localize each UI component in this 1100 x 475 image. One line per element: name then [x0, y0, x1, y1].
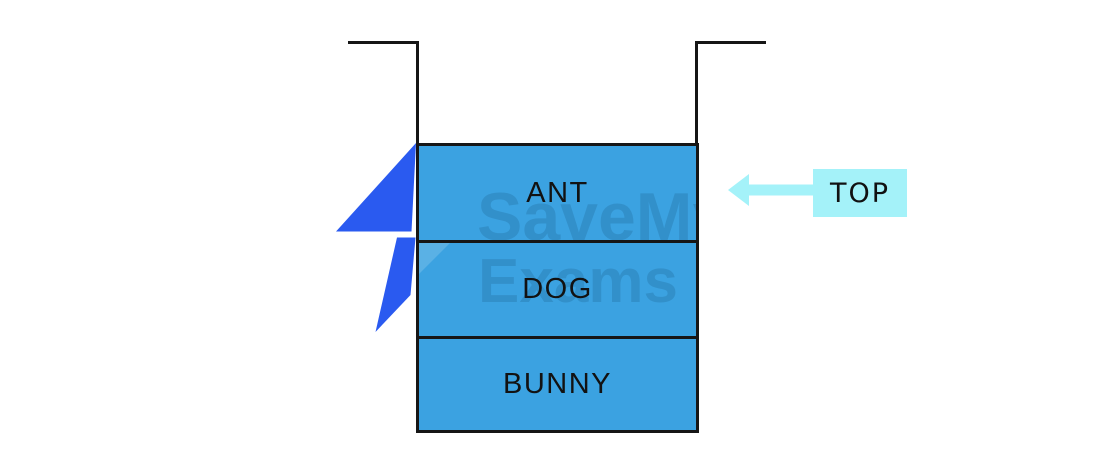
stack-row-bottom: BUNNY — [416, 336, 699, 433]
top-pointer-tag: TOP — [813, 169, 907, 217]
lightning-bolt-icon-lower — [375, 237, 416, 332]
stack-item-label: BUNNY — [502, 368, 612, 400]
stack-row-middle: DOG — [416, 240, 699, 339]
lightning-bolt-icon-upper — [336, 143, 416, 232]
stack-item-label: ANT — [526, 176, 589, 209]
stack-item-label: DOG — [522, 273, 593, 305]
top-pointer-label: TOP — [829, 177, 891, 209]
container-wall-right — [695, 41, 766, 144]
stack-rows: ANT DOG BUNNY — [416, 143, 699, 433]
stack-body: SaveMy Exams ANT DOG BUNNY — [416, 143, 699, 433]
top-pointer-arrow-icon — [728, 174, 813, 206]
container-wall-left — [348, 41, 419, 144]
stack-row-top: ANT — [416, 143, 699, 243]
